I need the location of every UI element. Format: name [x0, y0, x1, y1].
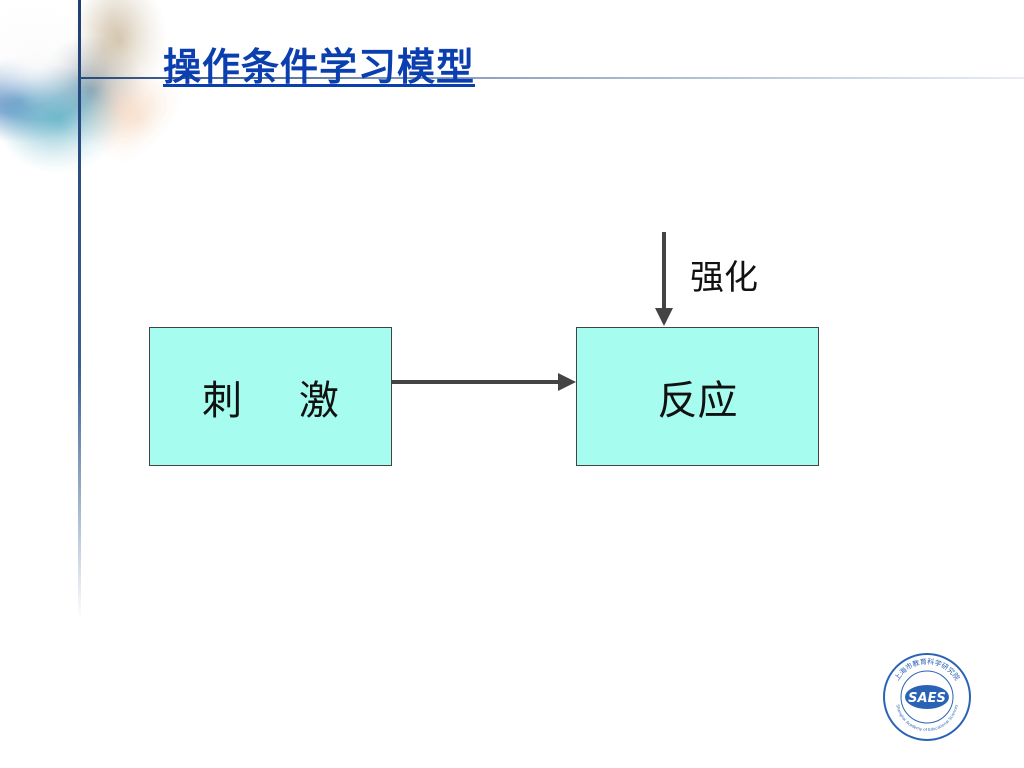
saes-logo: 上海市教育科学研究院 Shanghai Academy of Education… — [883, 653, 971, 741]
stimulus-to-response-arrow — [391, 373, 576, 391]
stimulus-label: 刺 激 — [202, 377, 361, 424]
stimulus-box: 刺 激 — [149, 327, 392, 466]
response-box: 反应 — [576, 327, 819, 466]
header-decorative-image — [0, 0, 200, 200]
vertical-rule — [78, 0, 81, 620]
slide-title: 操作条件学习模型 — [163, 45, 476, 89]
response-label: 反应 — [657, 377, 738, 424]
logo-text: SAES — [908, 691, 946, 706]
reinforcement-label: 强化 — [690, 258, 758, 298]
reinforcement-arrow — [655, 232, 673, 326]
horizontal-rule — [80, 77, 1024, 79]
